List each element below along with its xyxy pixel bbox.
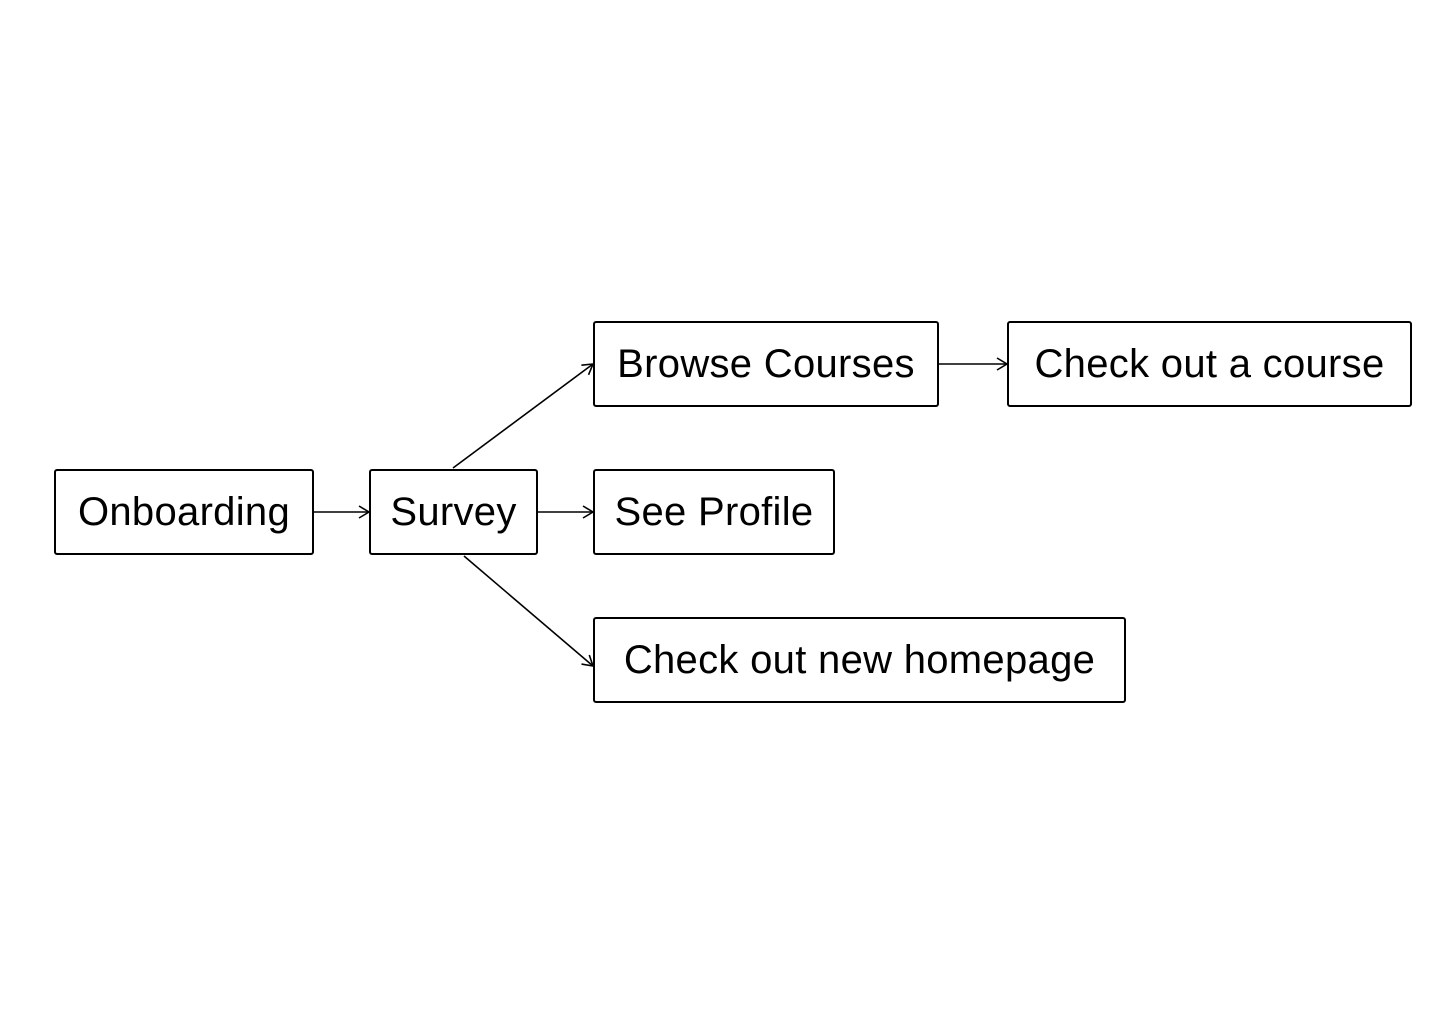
node-label: Check out new homepage (623, 637, 1096, 682)
node-check-out-new-homepage[interactable]: Check out new homepage (593, 617, 1126, 703)
node-see-profile[interactable]: See Profile (593, 469, 835, 555)
node-label: Survey (390, 489, 517, 534)
node-label: See Profile (614, 489, 814, 534)
node-check-out-a-course[interactable]: Check out a course (1007, 321, 1412, 407)
edge-survey-to-browse (452, 363, 595, 469)
node-label: Browse Courses (617, 341, 915, 386)
edge-survey-to-homepage (463, 555, 595, 668)
node-label: Onboarding (77, 489, 291, 534)
node-survey[interactable]: Survey (369, 469, 538, 555)
node-onboarding[interactable]: Onboarding (54, 469, 314, 555)
node-browse-courses[interactable]: Browse Courses (593, 321, 939, 407)
node-label: Check out a course (1034, 341, 1385, 386)
